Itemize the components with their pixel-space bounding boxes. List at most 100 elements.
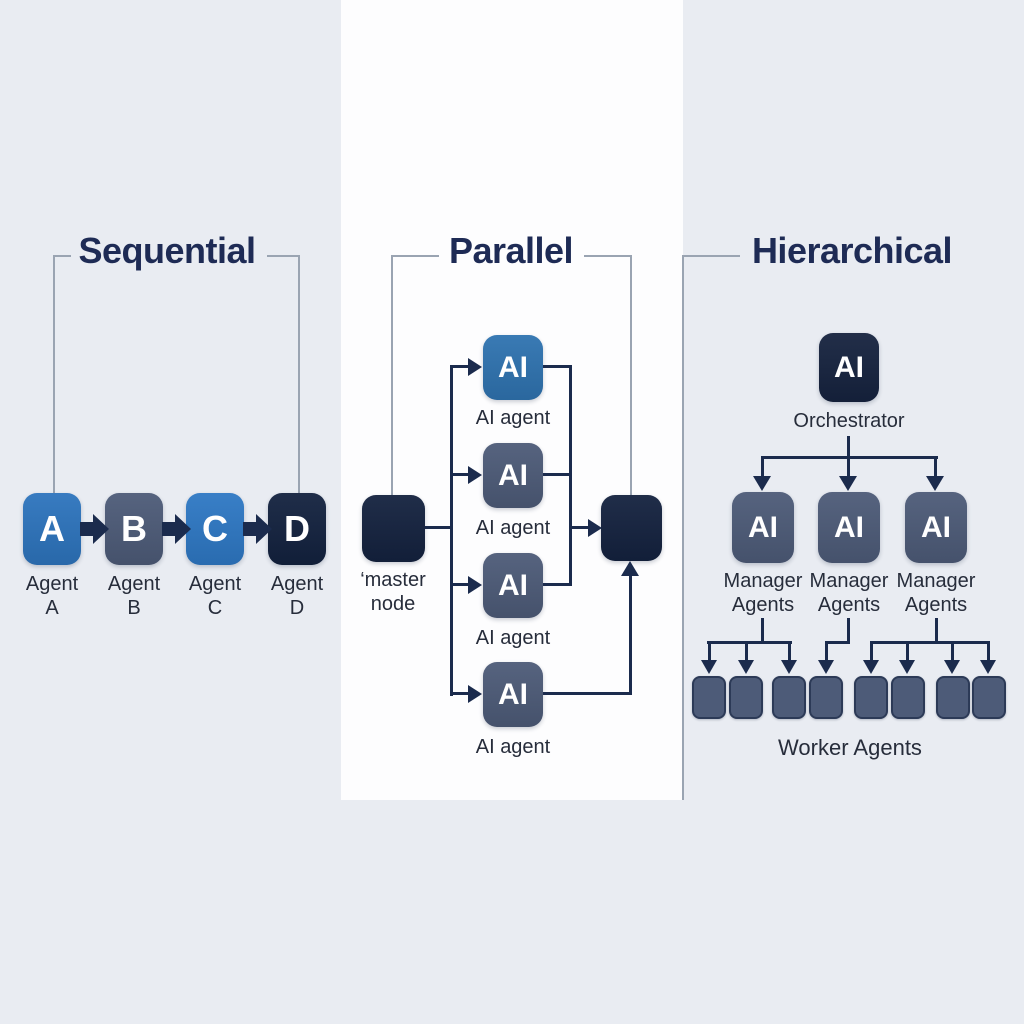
connector-line <box>452 583 470 586</box>
arrow-down-icon <box>863 660 879 674</box>
parallel-bracket-line <box>391 255 439 257</box>
manager-label: Manager Agents <box>723 570 803 616</box>
parallel-bracket-line <box>630 255 632 495</box>
sequential-bracket-line <box>298 255 300 493</box>
sequential-node-c: C <box>186 493 244 565</box>
connector-line <box>951 641 954 661</box>
connector-line <box>452 365 470 368</box>
connector-line <box>629 575 632 695</box>
arrow-down-icon <box>781 660 797 674</box>
connector-line <box>847 618 850 644</box>
arrow-right-icon <box>468 576 482 594</box>
connector-line <box>543 692 632 695</box>
arrow-down-icon <box>818 660 834 674</box>
connector-line <box>707 641 792 644</box>
flow-arrow-icon <box>162 522 176 536</box>
node-letter: B <box>121 508 147 549</box>
node-letter: AI <box>834 510 864 544</box>
connector-line <box>934 456 937 478</box>
orchestrator-label: Orchestrator <box>793 410 905 432</box>
connector-line <box>543 365 571 368</box>
connector-line <box>935 618 938 644</box>
sequential-node-label: Agent A <box>25 573 79 619</box>
flow-arrow-icon <box>80 522 94 536</box>
worker-box <box>891 676 925 719</box>
connector-line <box>543 583 571 586</box>
collector-line <box>569 365 572 586</box>
manager-box-2: AI <box>818 492 880 563</box>
arrow-right-icon <box>468 466 482 484</box>
connector-line <box>425 526 452 529</box>
worker-box <box>772 676 806 719</box>
parallel-ai-box-1: AI <box>483 335 543 400</box>
parallel-ai-label: AI agent <box>475 517 551 539</box>
connector-line <box>825 641 850 644</box>
arrow-down-icon <box>738 660 754 674</box>
flow-arrow-icon <box>243 522 257 536</box>
arrow-right-icon <box>468 358 482 376</box>
sequential-bracket-line <box>267 255 300 257</box>
connector-line <box>847 436 850 458</box>
parallel-ai-box-3: AI <box>483 553 543 618</box>
node-letter: C <box>202 508 228 549</box>
hierarchical-title: Hierarchical <box>751 230 953 271</box>
node-letter: AI <box>498 568 528 602</box>
worker-box <box>972 676 1006 719</box>
master-node-label: ‘master node <box>360 569 426 615</box>
connector-line <box>543 473 571 476</box>
manager-box-1: AI <box>732 492 794 563</box>
connector-line <box>870 641 873 661</box>
parallel-ai-label: AI agent <box>475 736 551 758</box>
connector-line <box>708 641 711 661</box>
connector-line <box>788 641 791 661</box>
aggregator-node-box <box>601 495 662 561</box>
sequential-node-b: B <box>105 493 163 565</box>
sequential-node-d: D <box>268 493 326 565</box>
arrow-down-icon <box>899 660 915 674</box>
sequential-title: Sequential <box>78 230 256 271</box>
sequential-node-label: Agent B <box>107 573 161 619</box>
connector-line <box>569 526 590 529</box>
connector-line <box>745 641 748 661</box>
parallel-bracket-line <box>391 255 393 495</box>
connector-line <box>825 641 828 661</box>
sequential-node-a: A <box>23 493 81 565</box>
sequential-node-label: Agent D <box>270 573 324 619</box>
worker-box <box>729 676 763 719</box>
connector-line <box>452 473 470 476</box>
hierarchical-bracket-line <box>682 255 740 257</box>
orchestrator-box: AI <box>819 333 879 402</box>
worker-box <box>854 676 888 719</box>
arrow-down-icon <box>926 476 944 491</box>
sequential-node-label: Agent C <box>188 573 242 619</box>
worker-box <box>809 676 843 719</box>
arrow-down-icon <box>980 660 996 674</box>
arrow-right-icon <box>468 685 482 703</box>
arrow-right-icon <box>588 519 602 537</box>
connector-line <box>452 692 470 695</box>
worker-box <box>936 676 970 719</box>
flow-arrow-icon <box>175 514 191 544</box>
connector-line <box>870 641 990 644</box>
parallel-ai-box-4: AI <box>483 662 543 727</box>
manager-label: Manager Agents <box>896 570 976 616</box>
connector-line <box>847 456 850 478</box>
parallel-ai-box-2: AI <box>483 443 543 508</box>
distributor-line <box>450 365 453 696</box>
manager-label: Manager Agents <box>809 570 889 616</box>
flow-arrow-icon <box>93 514 109 544</box>
arrow-down-icon <box>839 476 857 491</box>
parallel-ai-label: AI agent <box>475 407 551 429</box>
node-letter: AI <box>921 510 951 544</box>
parallel-ai-label: AI agent <box>475 627 551 649</box>
arrow-down-icon <box>753 476 771 491</box>
node-letter: AI <box>748 510 778 544</box>
node-letter: AI <box>498 458 528 492</box>
connector-line <box>906 641 909 661</box>
worker-box <box>692 676 726 719</box>
node-letter: D <box>284 508 310 549</box>
hierarchical-bracket-line <box>682 255 684 800</box>
arrow-up-icon <box>621 561 639 576</box>
connector-line <box>761 456 764 478</box>
